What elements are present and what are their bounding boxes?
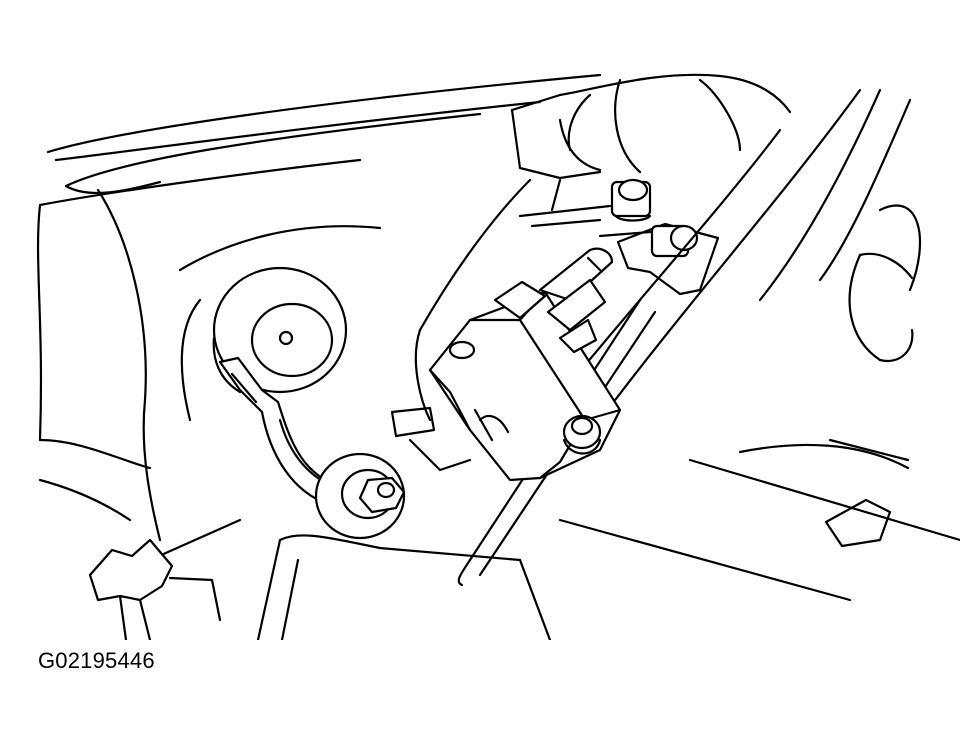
upper-bolt bbox=[610, 178, 652, 222]
switch-mounting-bolt bbox=[562, 414, 602, 455]
switch-plunger-and-connector bbox=[493, 247, 614, 354]
figure-id-label: G02195446 bbox=[38, 648, 155, 673]
lower-left-clip bbox=[88, 538, 222, 640]
upper-mount-assembly bbox=[510, 73, 792, 228]
right-side-panel bbox=[558, 204, 960, 602]
left-bracket-panel bbox=[38, 188, 382, 542]
lower-floor-panel bbox=[148, 518, 552, 640]
horn-mount-nut bbox=[314, 452, 406, 540]
horn-disc-assembly bbox=[212, 266, 348, 394]
lower-bracket-bolt bbox=[598, 222, 720, 296]
upper-trim-panel bbox=[36, 73, 602, 442]
technical-line-drawing bbox=[36, 73, 960, 640]
